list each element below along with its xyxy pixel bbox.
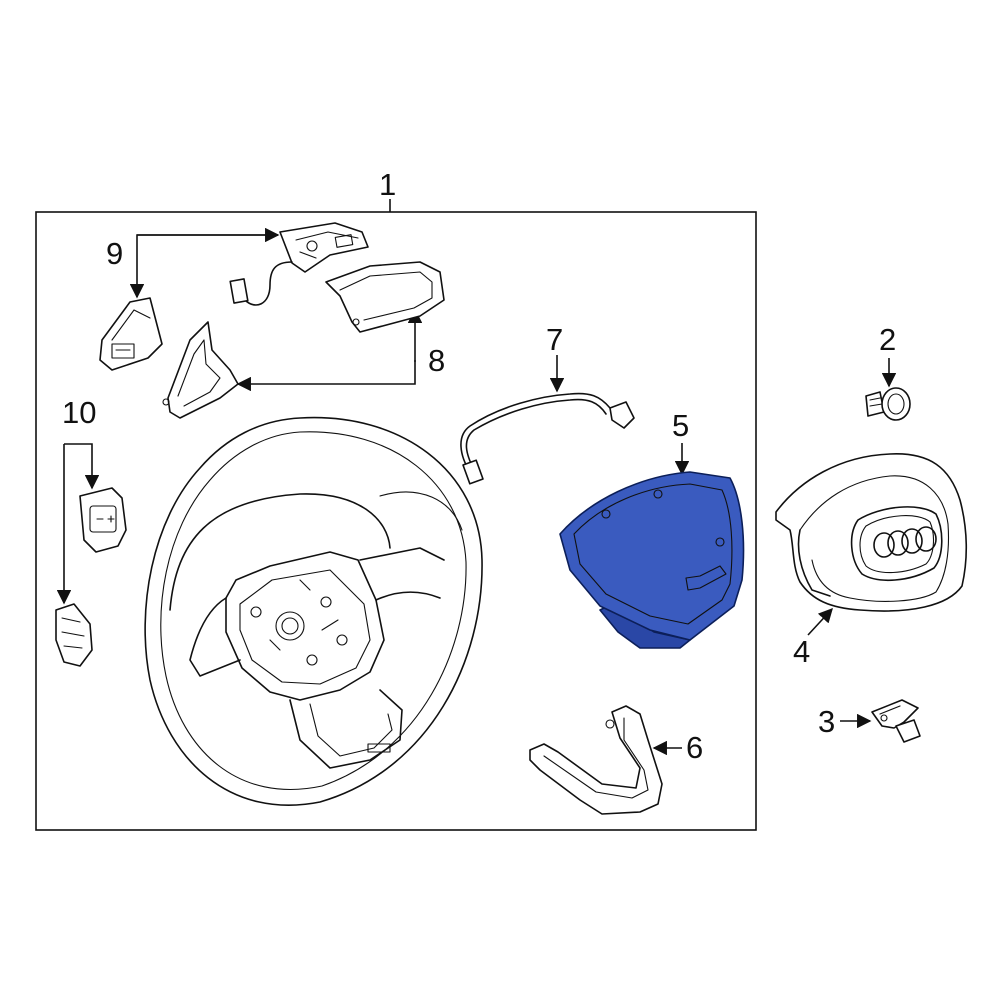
- leader-9: [129, 234, 278, 299]
- callout-6[interactable]: 6: [686, 730, 703, 765]
- callout-1[interactable]: 1: [379, 167, 396, 202]
- callout-7[interactable]: 7: [546, 322, 563, 357]
- part-8-cover-upper[interactable]: [325, 261, 445, 333]
- callout-4[interactable]: 4: [793, 634, 810, 669]
- part-5-hole-top: [653, 489, 663, 499]
- leader-8: [236, 360, 416, 392]
- part-5-airbag-cover-highlighted[interactable]: [559, 471, 745, 649]
- assembly-frame: [35, 211, 757, 831]
- callout-2[interactable]: 2: [879, 322, 896, 357]
- part-10-switch-upper[interactable]: [79, 487, 127, 553]
- part-10-switch-lower[interactable]: [55, 603, 93, 667]
- part-2-bolt[interactable]: [865, 387, 911, 421]
- part-8-cover-lower[interactable]: [162, 321, 239, 419]
- part-3-clip[interactable]: [871, 699, 921, 743]
- callout-5[interactable]: 5: [672, 408, 689, 443]
- steering-wheel[interactable]: [144, 416, 483, 807]
- audi-rings-logo: [873, 526, 937, 558]
- part-5-hole-left: [601, 509, 611, 519]
- part-7-wire-harness[interactable]: [460, 392, 635, 485]
- part-9-switch-left[interactable]: [99, 297, 163, 371]
- callout-10[interactable]: 10: [62, 395, 96, 430]
- part-5-hole-right: [715, 537, 725, 547]
- callout-9[interactable]: 9: [106, 236, 123, 271]
- part-4-airbag-module[interactable]: [775, 453, 968, 612]
- part-5-body: [559, 471, 745, 641]
- leader-4: [807, 607, 833, 636]
- callout-8[interactable]: 8: [428, 343, 445, 378]
- part-9-switch-upper[interactable]: [279, 222, 369, 273]
- part-6-lower-trim[interactable]: [529, 705, 663, 815]
- part-9-cable: [229, 261, 293, 306]
- callout-3[interactable]: 3: [818, 704, 835, 739]
- leader-10: [64, 443, 100, 490]
